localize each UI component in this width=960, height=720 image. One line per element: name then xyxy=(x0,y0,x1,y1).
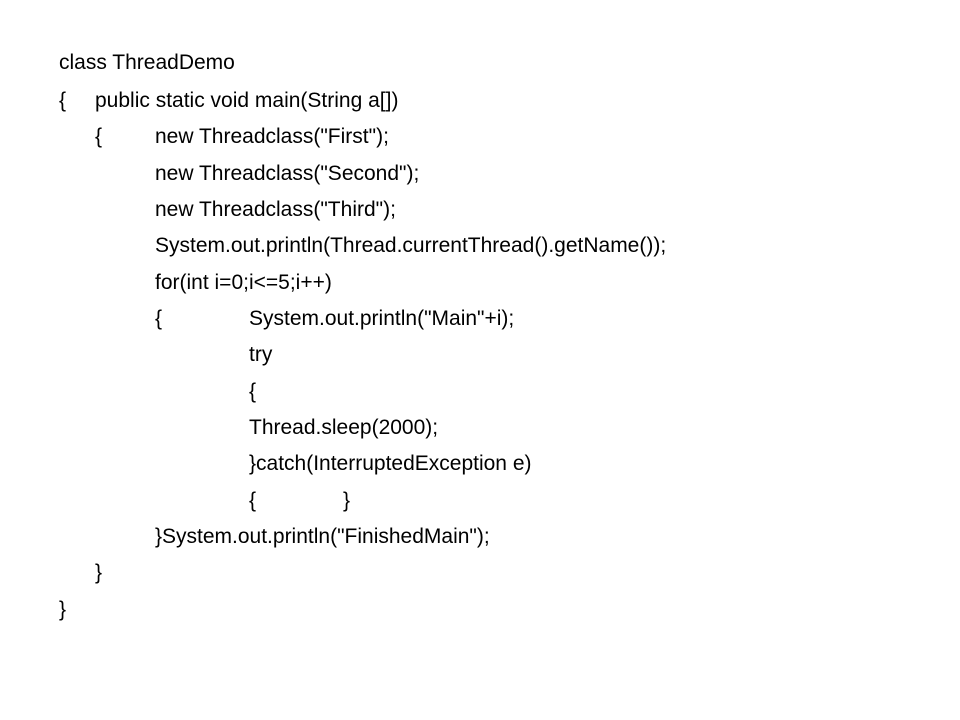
code-brace: } xyxy=(59,598,67,621)
code-line: Thread.sleep(2000); xyxy=(249,416,439,439)
code-line: }System.out.println("FinishedMain"); xyxy=(155,525,490,548)
code-brace: } xyxy=(343,489,351,512)
code-line: }catch(InterruptedException e) xyxy=(249,452,532,475)
code-line: new Threadclass("First"); xyxy=(155,125,389,148)
code-brace: { xyxy=(155,307,163,330)
code-brace: { xyxy=(249,380,257,403)
code-brace: { xyxy=(59,89,67,112)
code-line: class ThreadDemo xyxy=(59,51,235,74)
code-brace: { xyxy=(249,489,257,512)
code-line: public static void main(String a[]) xyxy=(95,89,399,112)
code-line: new Threadclass("Third"); xyxy=(155,198,396,221)
code-line: for(int i=0;i<=5;i++) xyxy=(155,271,332,294)
code-line: System.out.println("Main"+i); xyxy=(249,307,515,330)
code-brace: } xyxy=(95,561,103,584)
code-brace: { xyxy=(95,125,103,148)
code-line: System.out.println(Thread.currentThread(… xyxy=(155,234,667,257)
code-line: try xyxy=(249,343,273,366)
code-line: new Threadclass("Second"); xyxy=(155,162,420,185)
